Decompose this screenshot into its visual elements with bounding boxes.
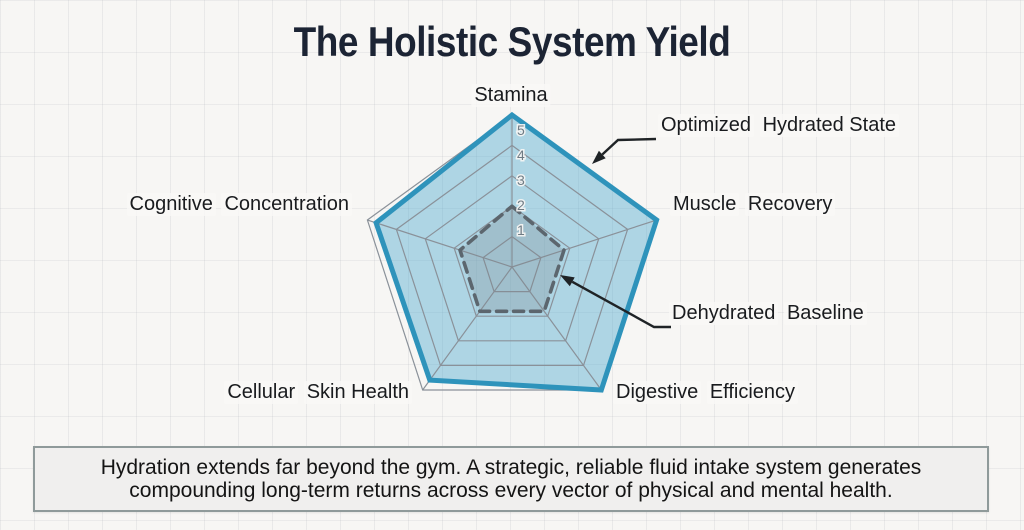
series-outline-dehydrated xyxy=(458,204,566,314)
caption-text: Hydration extends far beyond the gym. A … xyxy=(100,456,922,502)
axis-label-text: Concentration xyxy=(221,193,352,216)
grid-ring xyxy=(395,144,629,366)
callout-text: Hydrated State xyxy=(759,114,900,137)
axis-label-text: Stamina xyxy=(471,84,551,107)
arrow-dehydrated-head xyxy=(560,275,575,287)
series-area-dehydrated xyxy=(460,206,564,312)
tick-label: 4 xyxy=(517,147,525,163)
axis-label-digestive-efficiency: Digestive Efficiency xyxy=(613,381,799,404)
arrow-optimized-head xyxy=(592,150,606,164)
callout-optimized-hydrated-state: Optimized Hydrated State xyxy=(658,114,900,137)
grid-ring xyxy=(482,235,542,293)
grid-ring xyxy=(424,175,600,342)
grid-ring xyxy=(453,205,571,317)
axis-label-cellular-skin-health: Cellular Skin Health xyxy=(224,381,412,404)
callout-text: Baseline xyxy=(783,302,867,325)
axis-label-text: Skin Health xyxy=(303,381,412,404)
axis-spoke xyxy=(422,266,513,391)
page-title: The Holistic System Yield xyxy=(293,18,731,65)
tick-label: 1 xyxy=(517,222,525,238)
callout-text: Optimized xyxy=(658,114,755,137)
caption-box: Hydration extends far beyond the gym. A … xyxy=(33,446,989,512)
axis-label-text: Recovery xyxy=(744,193,836,216)
arrow-dehydrated-line xyxy=(571,280,671,329)
series-outline-optimized xyxy=(373,111,660,393)
axis-spoke xyxy=(367,219,513,268)
axis-label-text: Efficiency xyxy=(706,381,799,404)
axis-label-text: Cognitive xyxy=(126,193,216,216)
axis-label-text: Cellular xyxy=(224,381,299,404)
series-area-optimized xyxy=(376,115,657,390)
axis-spoke xyxy=(511,219,657,268)
axis-label-text: Digestive xyxy=(613,381,702,404)
axis-label-text: Muscle xyxy=(670,193,740,216)
axis-spoke xyxy=(511,266,602,391)
callout-dehydrated-baseline: Dehydrated Baseline xyxy=(669,302,867,325)
axis-label-muscle-recovery: Muscle Recovery xyxy=(670,193,836,216)
axis-label-stamina: Stamina xyxy=(471,84,551,107)
tick-label: 3 xyxy=(517,172,525,188)
arrow-optimized-line xyxy=(601,137,657,156)
tick-label: 5 xyxy=(517,122,525,138)
callout-text: Dehydrated xyxy=(669,302,779,325)
tick-label: 2 xyxy=(517,197,525,213)
axis-label-cognitive-concentration: Cognitive Concentration xyxy=(126,193,352,216)
